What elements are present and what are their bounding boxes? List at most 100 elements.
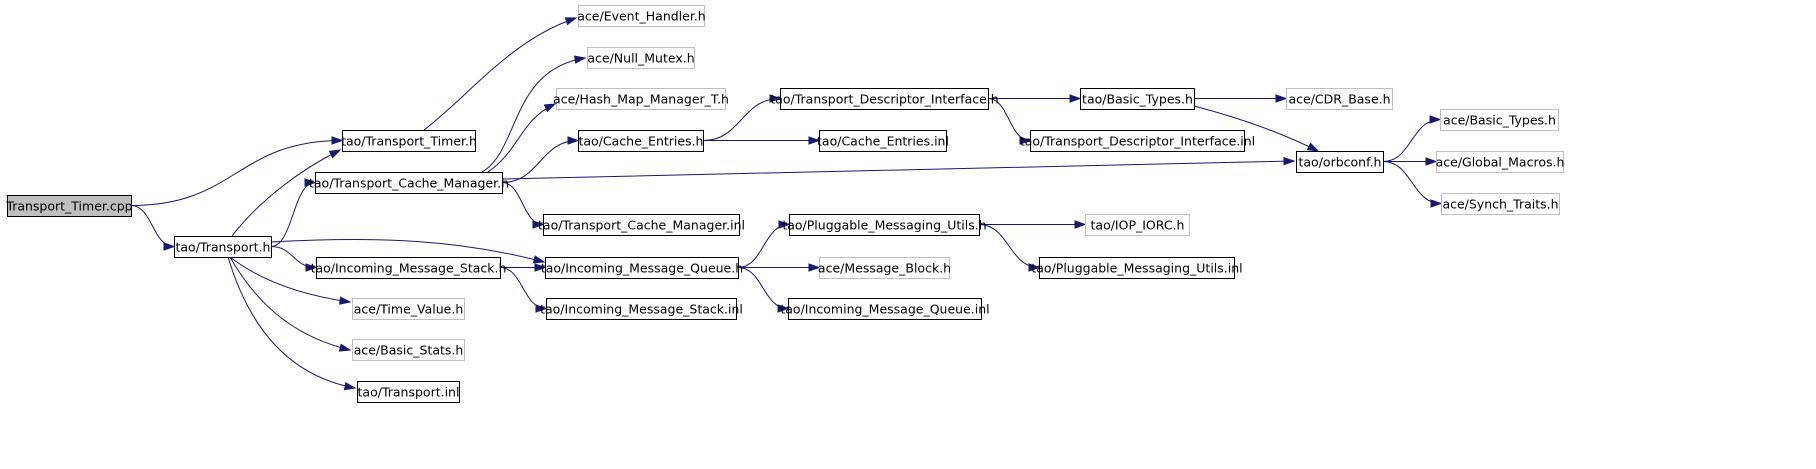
- node-ace_synch_traits_h: ace/Synch_Traits.h: [1441, 193, 1560, 215]
- node-ace_event_handler_h: ace/Event_Handler.h: [577, 5, 706, 27]
- arrowhead-transport_timer_h: [328, 149, 342, 159]
- edge-transport_cache_manager_h-to-orbconf_h: [501, 160, 1295, 180]
- arrowhead-pluggable_messaging_utils_h: [778, 220, 791, 229]
- arrowhead-transport_cache_manager_inl: [532, 220, 545, 229]
- node-label: tao/orbconf.h: [1299, 155, 1382, 170]
- arrowhead-ace_message_block_h: [808, 263, 821, 272]
- node-cache_entries_h[interactable]: tao/Cache_Entries.h: [578, 130, 704, 152]
- edge-transport_h-to-transport_inl: [227, 256, 356, 389]
- node-incoming_message_stack_h[interactable]: tao/Incoming_Message_Stack.h: [311, 257, 507, 279]
- arrowhead-orbconf_h: [1283, 157, 1296, 166]
- node-label: tao/Cache_Entries.inl: [817, 134, 949, 149]
- arrowhead-ace_synch_traits_h: [1430, 199, 1443, 208]
- arrowhead-pluggable_messaging_utils_inl: [1028, 263, 1041, 272]
- node-label: tao/Transport_Cache_Manager.inl: [538, 218, 745, 233]
- node-box: [352, 339, 465, 361]
- node-transport_inl[interactable]: tao/Transport.inl: [357, 381, 460, 403]
- node-transport_timer_h[interactable]: tao/Transport_Timer.h: [341, 130, 477, 152]
- node-label: ace/Message_Block.h: [818, 261, 951, 276]
- node-box: [1030, 130, 1245, 152]
- arrowhead-transport_timer_h: [331, 136, 344, 145]
- node-box: [352, 298, 465, 320]
- arrowhead-transport_cache_manager_h: [304, 178, 317, 187]
- node-label: ace/Basic_Types.h: [1443, 113, 1556, 128]
- node-cache_entries_inl[interactable]: tao/Cache_Entries.inl: [817, 130, 949, 152]
- arrowhead-incoming_message_queue_h: [534, 263, 547, 272]
- node-ace_cdr_base_h: ace/CDR_Base.h: [1286, 88, 1393, 110]
- node-incoming_message_stack_inl[interactable]: tao/Incoming_Message_Stack.inl: [540, 298, 743, 320]
- node-label: tao/Basic_Types.h: [1082, 92, 1193, 107]
- node-label: ace/Hash_Map_Manager_T.h: [553, 92, 729, 107]
- arrowhead-ace_hash_map_manager_t_h: [543, 103, 557, 113]
- node-label: tao/Transport.h: [176, 240, 271, 255]
- node-transport_timer_cpp[interactable]: Transport_Timer.cpp: [5, 195, 133, 217]
- node-transport_descriptor_interface_inl[interactable]: tao/Transport_Descriptor_Interface.inl: [1020, 130, 1255, 152]
- edge-transport_h-to-incoming_message_queue_h: [270, 239, 545, 263]
- edge-incoming_message_stack_h-to-incoming_message_stack_inl: [499, 267, 547, 309]
- node-label: tao/Incoming_Message_Stack.h: [311, 261, 507, 276]
- node-label: tao/Pluggable_Messaging_Utils.h: [782, 218, 986, 233]
- arrowhead-cache_entries_inl: [808, 136, 821, 145]
- node-box: [1441, 193, 1560, 215]
- node-label: tao/Transport_Cache_Manager.h: [309, 176, 509, 191]
- graph-edges: [130, 17, 1443, 391]
- edge-transport_h-to-transport_cache_manager_h: [270, 182, 316, 247]
- node-pluggable_messaging_utils_inl[interactable]: tao/Pluggable_Messaging_Utils.inl: [1031, 257, 1243, 279]
- node-box: [780, 88, 989, 110]
- node-box: [1436, 151, 1564, 173]
- edge-transport_cache_manager_h-to-ace_null_mutex_h: [481, 57, 586, 173]
- arrowhead-ace_basic_stats_h: [338, 343, 352, 352]
- arrowhead-ace_global_macros_h: [1425, 157, 1438, 166]
- node-box: [819, 257, 950, 279]
- node-box: [1085, 214, 1190, 236]
- node-label: ace/Time_Value.h: [354, 302, 464, 317]
- node-transport_h[interactable]: tao/Transport.h: [174, 236, 272, 258]
- node-transport_cache_manager_inl[interactable]: tao/Transport_Cache_Manager.inl: [538, 214, 745, 236]
- node-box: [315, 172, 503, 194]
- node-basic_types_h[interactable]: tao/Basic_Types.h: [1080, 88, 1195, 110]
- arrowhead-incoming_message_queue_h: [532, 255, 546, 264]
- edge-cache_entries_h-to-transport_descriptor_interface_h: [702, 98, 781, 141]
- node-label: ace/Event_Handler.h: [577, 9, 705, 24]
- node-box: [316, 257, 501, 279]
- node-label: tao/Incoming_Message_Queue.h: [541, 261, 743, 276]
- arrowhead-orbconf_h: [1306, 142, 1320, 152]
- node-ace_hash_map_manager_t_h: ace/Hash_Map_Manager_T.h: [553, 88, 729, 110]
- node-label: ace/Basic_Stats.h: [354, 343, 464, 358]
- arrowhead-transport_descriptor_interface_h: [769, 94, 782, 103]
- node-label: tao/Incoming_Message_Stack.inl: [540, 302, 743, 317]
- arrowhead-basic_types_h: [1069, 94, 1082, 103]
- node-incoming_message_queue_inl[interactable]: tao/Incoming_Message_Queue.inl: [780, 298, 990, 320]
- node-box: [1296, 151, 1384, 173]
- node-label: tao/Pluggable_Messaging_Utils.inl: [1031, 261, 1242, 276]
- node-iop_iorc_h: tao/IOP_IORC.h: [1085, 214, 1190, 236]
- node-box: [556, 88, 726, 110]
- node-incoming_message_queue_h[interactable]: tao/Incoming_Message_Queue.h: [541, 257, 743, 279]
- node-label: ace/CDR_Base.h: [1288, 92, 1390, 107]
- arrowhead-incoming_message_queue_inl: [777, 304, 790, 313]
- node-box: [357, 381, 460, 403]
- node-label: ace/Synch_Traits.h: [1442, 197, 1558, 212]
- edge-transport_cache_manager_h-to-cache_entries_h: [501, 140, 579, 183]
- node-ace_message_block_h: ace/Message_Block.h: [818, 257, 951, 279]
- edge-transport_timer_h-to-ace_event_handler_h: [423, 17, 577, 131]
- node-ace_null_mutex_h: ace/Null_Mutex.h: [587, 47, 695, 69]
- node-orbconf_h[interactable]: tao/orbconf.h: [1296, 151, 1384, 173]
- node-pluggable_messaging_utils_h[interactable]: tao/Pluggable_Messaging_Utils.h: [782, 214, 987, 236]
- node-box: [789, 214, 980, 236]
- arrowhead-transport_h: [163, 242, 176, 251]
- node-transport_descriptor_interface_h[interactable]: tao/Transport_Descriptor_Interface.h: [770, 88, 999, 110]
- node-ace_global_macros_h: ace/Global_Macros.h: [1436, 151, 1565, 173]
- node-label: ace/Global_Macros.h: [1436, 155, 1565, 170]
- arrowhead-ace_time_value_h: [339, 296, 352, 305]
- node-transport_cache_manager_h[interactable]: tao/Transport_Cache_Manager.h: [309, 172, 509, 194]
- edge-pluggable_messaging_utils_h-to-pluggable_messaging_utils_inl: [978, 224, 1040, 268]
- edge-orbconf_h-to-ace_synch_traits_h: [1382, 161, 1442, 204]
- node-box: [578, 5, 705, 27]
- node-box: [545, 257, 739, 279]
- arrowhead-ace_event_handler_h: [564, 17, 578, 26]
- edge-transport_h-to-transport_timer_h: [231, 149, 341, 237]
- arrowhead-cache_entries_h: [567, 136, 580, 145]
- node-label: tao/Incoming_Message_Queue.inl: [780, 302, 989, 317]
- node-box: [587, 47, 695, 69]
